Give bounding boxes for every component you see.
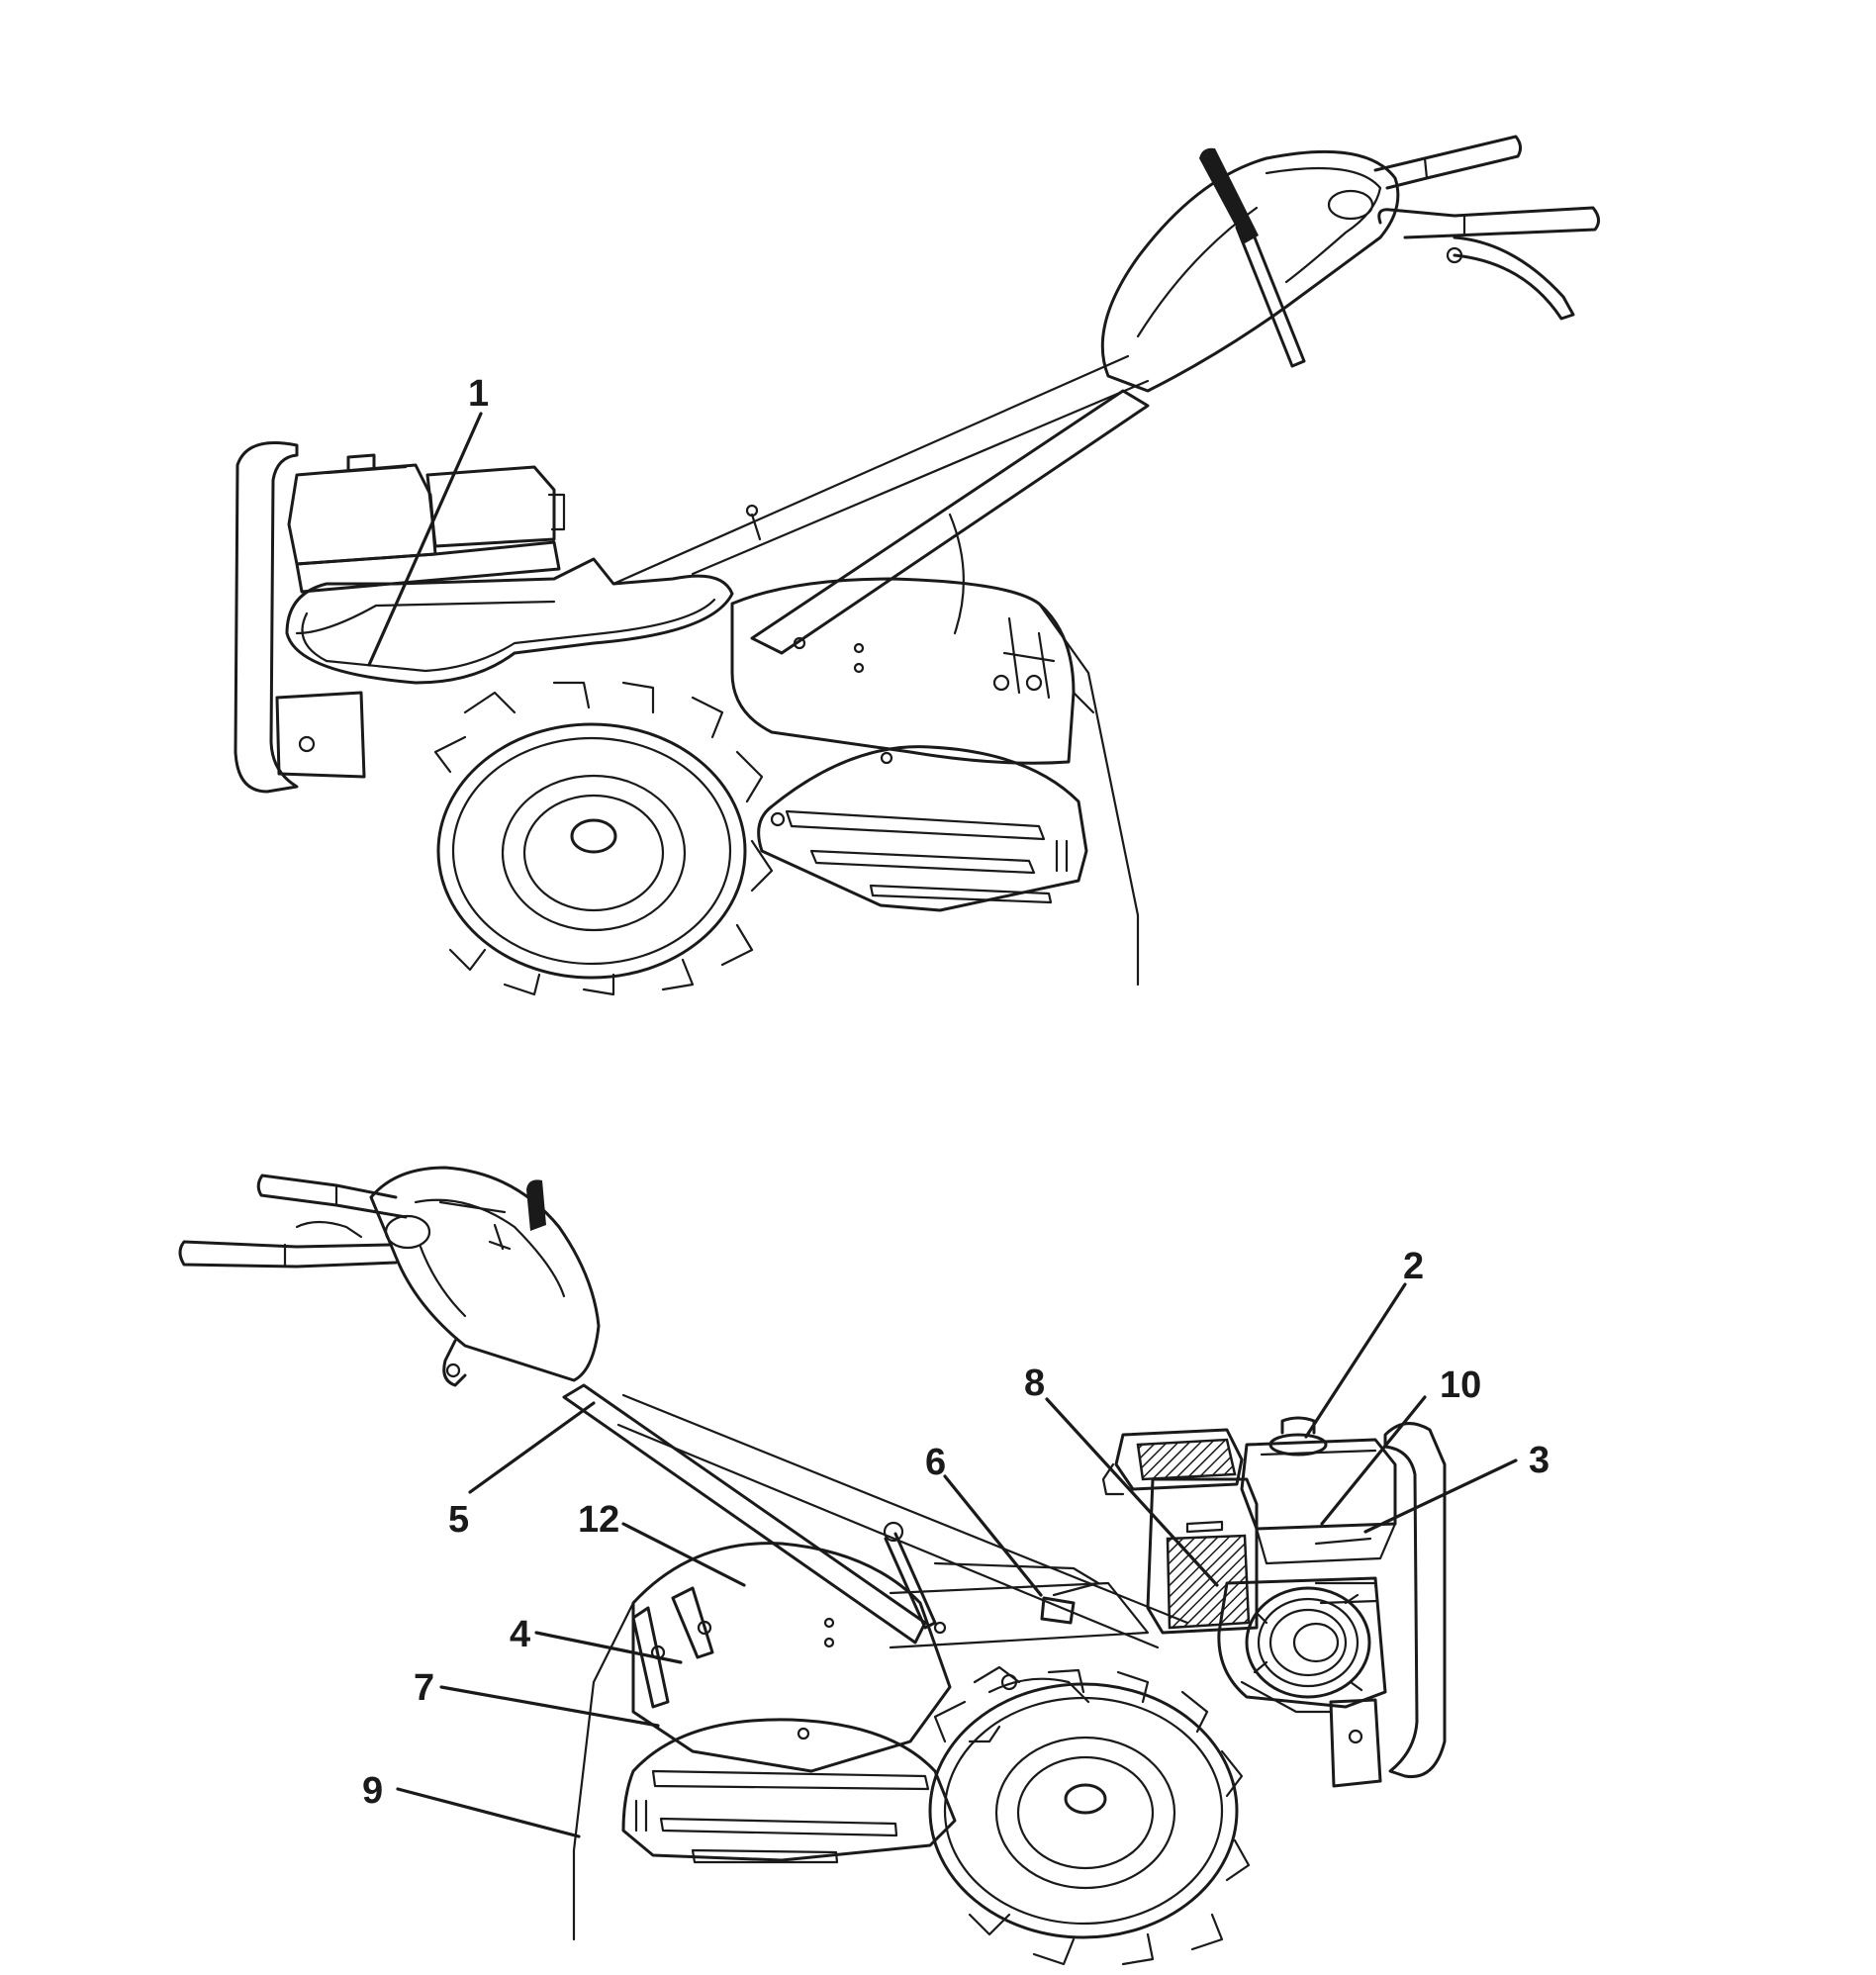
air-cleaner (425, 465, 556, 548)
callout-label-8: 8 (1024, 1363, 1045, 1404)
callout-label-5: 5 (448, 1499, 469, 1541)
tiller-view-upper (234, 135, 1600, 996)
callouts-upper: 1 (367, 373, 489, 667)
callout-label-12: 12 (578, 1499, 619, 1541)
tiller-view-lower (178, 1166, 1447, 1966)
callout-label-10: 10 (1440, 1364, 1481, 1406)
lower-view-handlebar-boom (562, 1383, 927, 1645)
shift-lever-grip (1199, 147, 1259, 243)
control-console (1100, 149, 1400, 393)
callout-label-2: 2 (1403, 1246, 1424, 1287)
muffler (1114, 1428, 1244, 1491)
tine-side-shield (757, 745, 1088, 912)
lower-view-tine-hood (631, 1542, 952, 1773)
lower-view-console (369, 1166, 601, 1382)
air-cleaner-lower (1146, 1477, 1259, 1635)
front-bumper (234, 441, 299, 794)
engine-block (295, 540, 561, 594)
callouts-lower: 2 10 8 6 3 5 12 4 7 9 (362, 1246, 1549, 1838)
tine-hood (730, 577, 1076, 765)
callout-label-9: 9 (362, 1770, 383, 1812)
fuel-tank (287, 463, 437, 566)
lower-view-lower-handle (178, 1240, 398, 1269)
rear-bumper (1383, 1422, 1447, 1779)
control-bail (1453, 235, 1575, 321)
lower-view-tine-side-shield (621, 1718, 957, 1862)
recoil-starter (1245, 1586, 1371, 1699)
callout-label-4: 4 (510, 1614, 530, 1655)
upper-handle (1373, 135, 1523, 190)
callout-label-7: 7 (414, 1667, 434, 1709)
callout-label-1: 1 (468, 373, 489, 415)
wheel-upper (433, 681, 774, 996)
side-shield (285, 557, 734, 685)
callout-label-3: 3 (1529, 1440, 1549, 1481)
lower-view-upper-handle (256, 1174, 408, 1219)
wheel-lower (928, 1665, 1251, 1966)
handlebar-boom (750, 389, 1150, 655)
callout-label-6: 6 (925, 1442, 946, 1483)
lower-handle (1377, 206, 1600, 239)
lower-view-shift-grip (526, 1179, 546, 1231)
